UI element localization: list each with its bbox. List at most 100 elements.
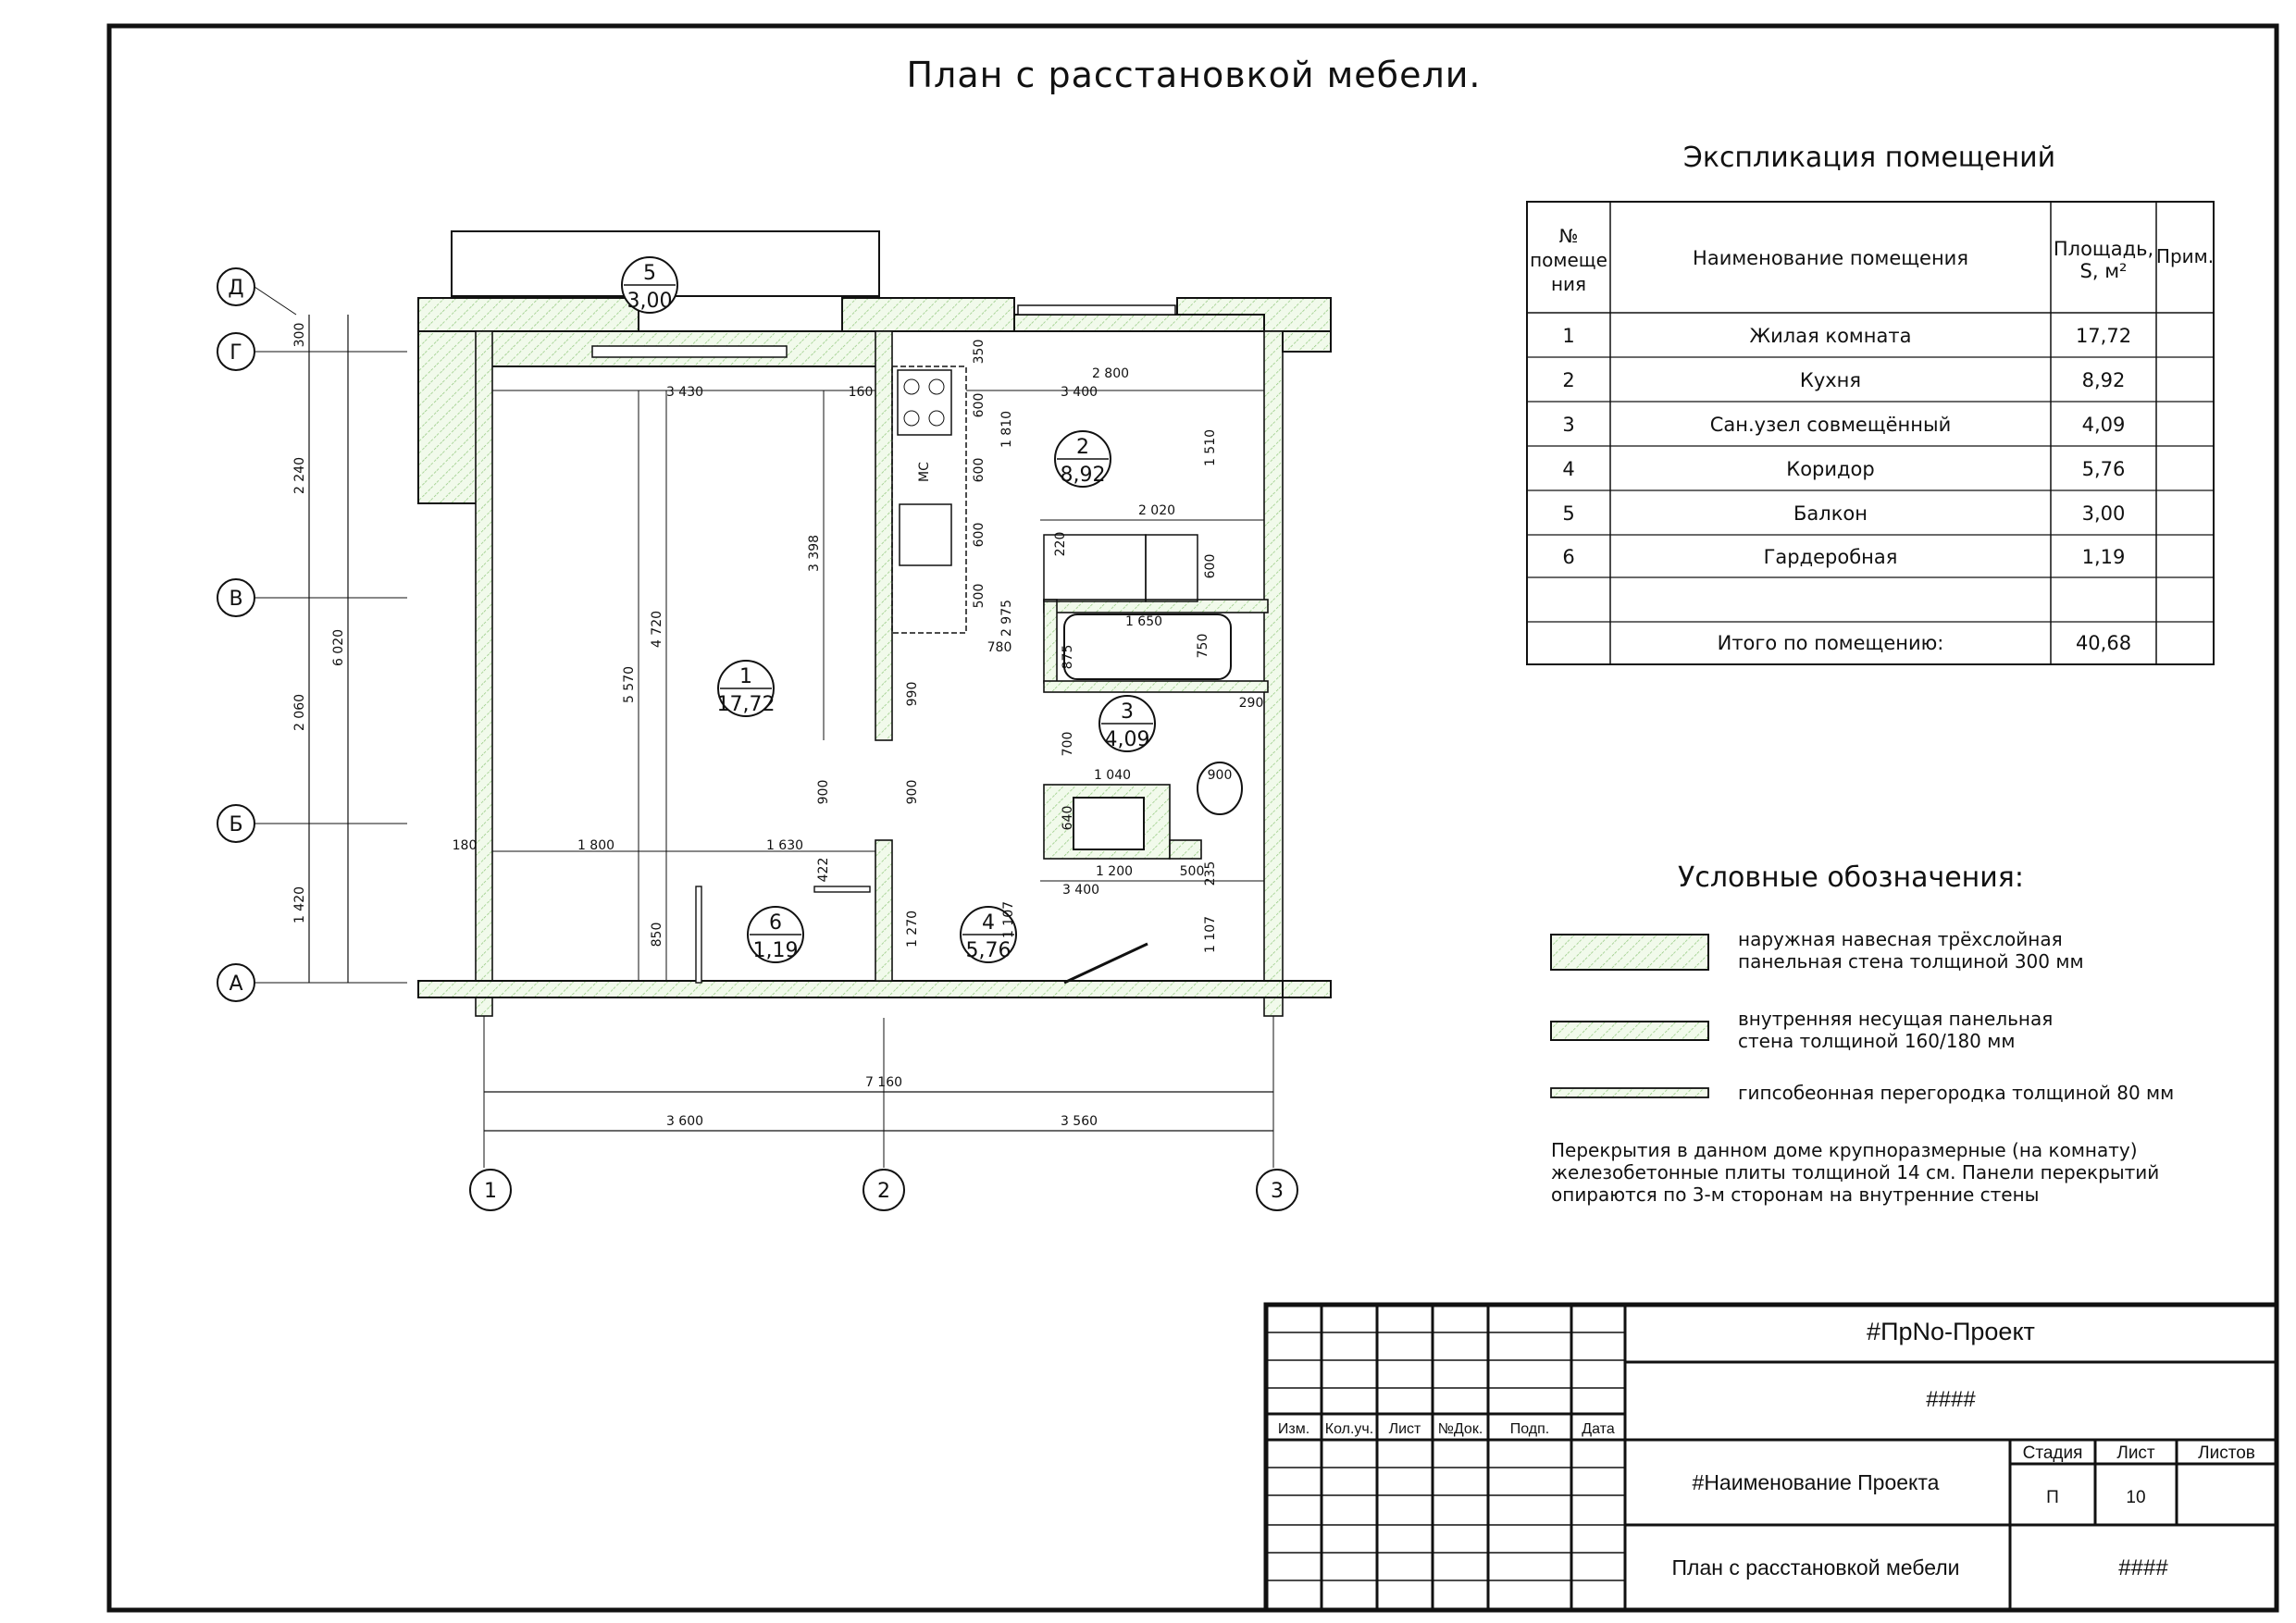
svg-text:В: В (229, 588, 242, 611)
svg-text:1: 1 (484, 1180, 497, 1203)
svg-text:Д: Д (228, 277, 243, 300)
table-row: 5 Балкон 3,00 (1562, 502, 2125, 525)
dim-label: 4 720 (650, 611, 664, 648)
svg-text:Б: Б (229, 813, 242, 836)
window (1017, 304, 1176, 316)
svg-text:Кухня: Кухня (1800, 369, 1861, 391)
dim-label: 3 600 (666, 1114, 703, 1129)
left-stub-wall (417, 330, 478, 504)
svg-text:Сан.узел совмещённый: Сан.узел совмещённый (1710, 414, 1951, 436)
dim-label: 160 (849, 385, 874, 400)
table-row: 3 Сан.узел совмещённый 4,09 (1562, 414, 2125, 436)
sheet-value: 10 (2126, 1488, 2145, 1507)
wardrobe-wall (695, 886, 702, 984)
window (591, 345, 788, 358)
stamp-header: Лист (1389, 1421, 1421, 1437)
project-name: #Наименование Проекта (1693, 1470, 1940, 1494)
col-num-header: ния (1551, 273, 1586, 295)
dim-label: 220 (1053, 532, 1068, 557)
stamp-hash: #### (2118, 1555, 2168, 1580)
room-marker-5: 5 3,00 (621, 256, 678, 314)
dim-label: 3 400 (1062, 883, 1099, 898)
svg-text:2: 2 (1076, 436, 1089, 459)
dim-label: 850 (650, 923, 664, 948)
dim-label: 500 (1180, 864, 1205, 879)
dim-label: 6 020 (331, 629, 346, 666)
dim-label: 990 (905, 682, 920, 707)
dim-label: 1 810 (999, 411, 1014, 448)
axis-marker-G: Г (217, 332, 407, 371)
legend-swatch-outer-wall (1550, 934, 1709, 971)
legend-note: Перекрытия в данном доме крупноразмерные… (1551, 1139, 2138, 1161)
table-total-row: Итого по помещению: 40,68 (1718, 632, 2131, 654)
dim-label: 2 800 (1092, 366, 1129, 381)
svg-text:3: 3 (1562, 414, 1574, 436)
dim-label: 875 (1061, 645, 1075, 670)
legend: Условные обозначения: наружная навесная … (1550, 861, 2174, 1206)
axis2-wall-lower (875, 839, 893, 982)
dim-label: 180 (453, 838, 478, 853)
dim-label: 1 650 (1125, 614, 1162, 629)
svg-text:3,00: 3,00 (627, 290, 673, 313)
svg-text:8,92: 8,92 (2082, 369, 2126, 391)
room-marker-1: 1 17,72 (717, 660, 776, 717)
dim-label: 290 (1239, 696, 1264, 711)
dim-label: 235 (1203, 861, 1218, 886)
burner (928, 378, 945, 395)
dim-label: 640 (1061, 806, 1075, 831)
dim-label: 1 270 (905, 911, 920, 948)
axis2-wall-upper (875, 330, 893, 741)
table-row: 1 Жилая комната 17,72 (1562, 325, 2131, 347)
svg-text:Итого по помещению:: Итого по помещению: (1718, 632, 1944, 654)
svg-text:3: 3 (1271, 1180, 1284, 1203)
svg-text:6: 6 (1562, 546, 1574, 568)
stamp-hash: #### (1926, 1387, 1976, 1412)
floor-plan: МС 5 (217, 230, 1332, 1211)
kitchen-counter (891, 365, 967, 634)
burner (903, 378, 920, 395)
svg-text:3,00: 3,00 (2082, 502, 2126, 525)
dim-label: 1 107 (1001, 901, 1016, 938)
dim-label: 3 430 (666, 385, 703, 400)
col-name-header: Наименование помещения (1693, 247, 1968, 269)
stage-value: П (2046, 1488, 2059, 1507)
svg-text:5,76: 5,76 (966, 939, 1011, 962)
col-note-header: Прим. (2156, 245, 2214, 267)
stamp-header: №Док. (1438, 1421, 1483, 1437)
dim-label: 600 (972, 393, 987, 418)
top-wall-left (417, 297, 639, 332)
axis-marker-A: А (217, 963, 407, 1002)
dim-label: 1 510 (1203, 429, 1218, 466)
bottom-wall (417, 980, 1332, 998)
entry-door (1063, 942, 1148, 985)
project-code: #ПрNo-Проект (1867, 1318, 2035, 1345)
legend-swatch-partition (1550, 1087, 1709, 1098)
axis-marker-2: 2 (863, 1169, 905, 1211)
sheet-title: План с расстановкой мебели (1672, 1555, 1960, 1580)
dim-label: 5 570 (622, 666, 637, 703)
legend-swatch-inner-wall (1550, 1021, 1709, 1041)
svg-text:5,76: 5,76 (2082, 458, 2126, 480)
table-row: 6 Гардеробная 1,19 (1562, 546, 2125, 568)
right-wall (1263, 330, 1284, 1017)
dim-label: 300 (292, 323, 307, 348)
dim-label: 7 160 (865, 1075, 902, 1090)
svg-text:4: 4 (982, 911, 995, 935)
svg-text:17,72: 17,72 (717, 693, 776, 716)
bath-wall-left (1043, 599, 1058, 684)
col-area-header: Площадь, (2054, 238, 2153, 260)
svg-text:Коридор: Коридор (1786, 458, 1874, 480)
svg-text:4: 4 (1562, 458, 1574, 480)
axis-marker-1: 1 (469, 1169, 512, 1211)
sheet-frame (106, 23, 2279, 1613)
dim-label: 900 (816, 780, 831, 805)
dim-label: 500 (972, 584, 987, 609)
toilet (1197, 762, 1243, 815)
stamp-header: Изм. (1278, 1421, 1309, 1437)
svg-text:Гардеробная: Гардеробная (1764, 546, 1898, 568)
svg-text:Г: Г (230, 341, 242, 365)
legend-note: опираются по 3-м сторонам на внутренние … (1551, 1183, 2039, 1206)
svg-text:2: 2 (877, 1180, 890, 1203)
svg-text:1,19: 1,19 (753, 939, 799, 962)
